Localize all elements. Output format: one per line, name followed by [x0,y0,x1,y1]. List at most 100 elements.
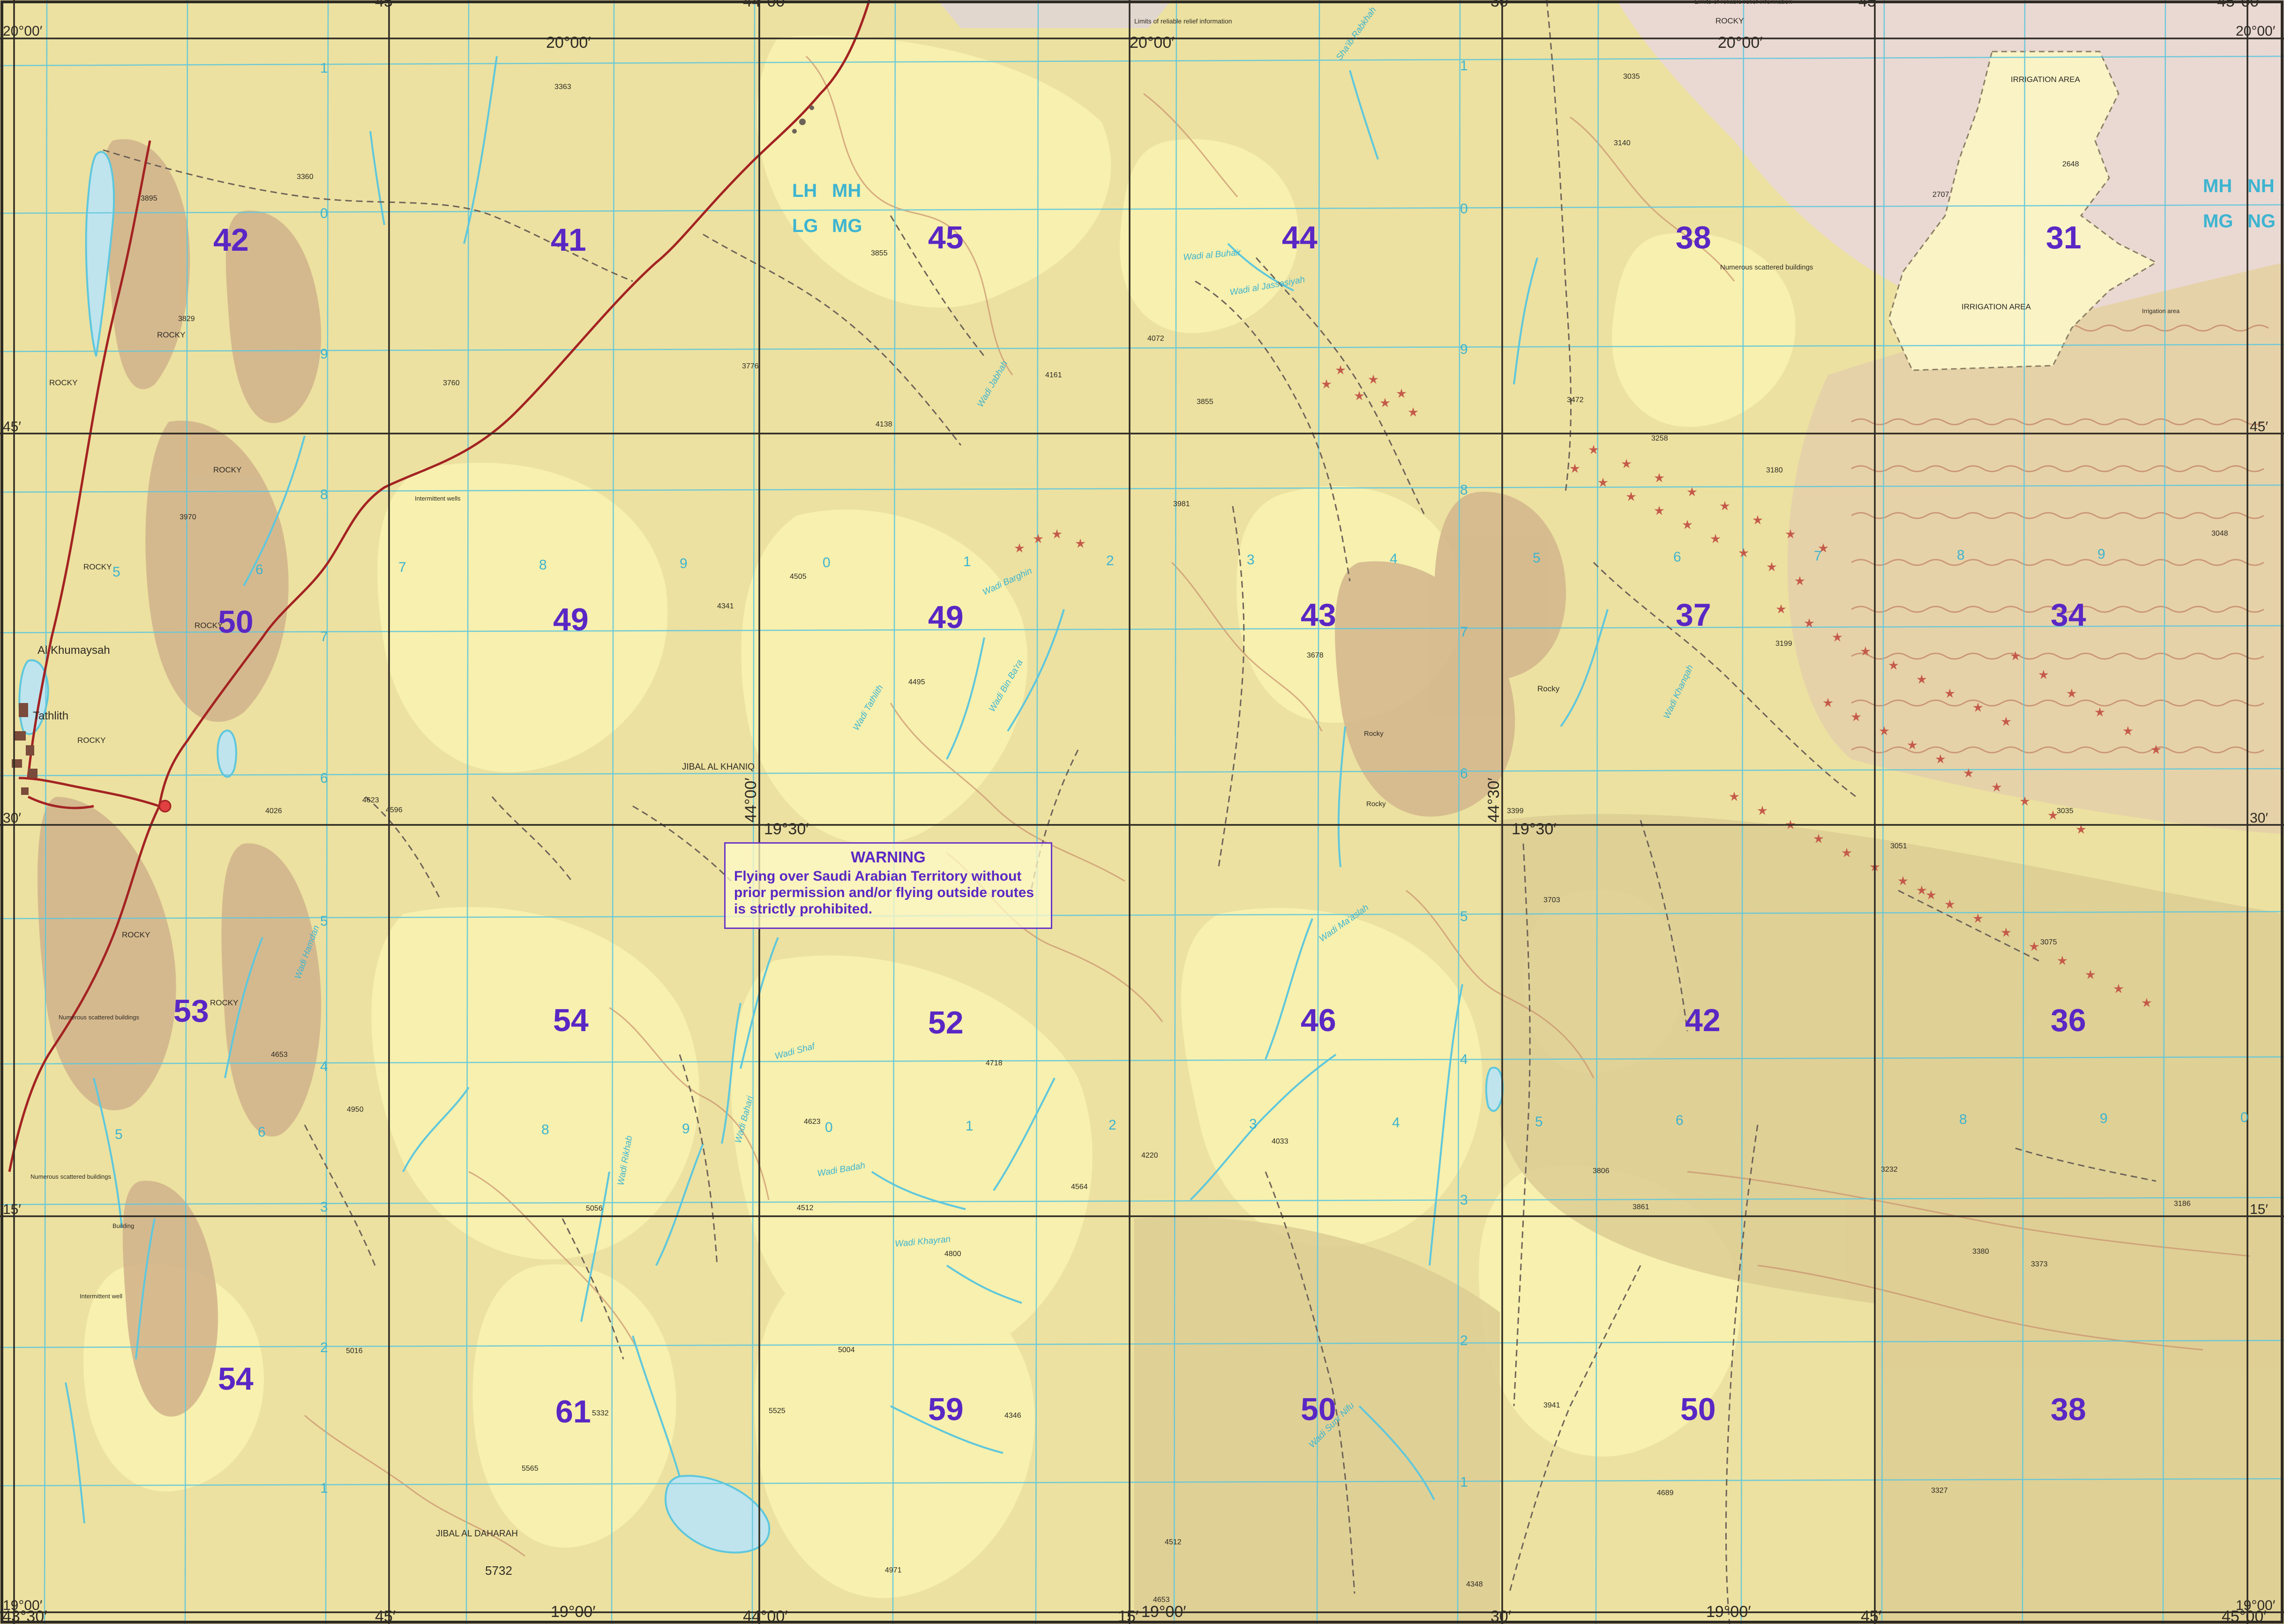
utm-row-a-3: 8 [539,557,547,573]
spot-height: 4033 [1272,1138,1288,1145]
dune-star [1888,660,1899,670]
buildings-note-1: Numerous scattered buildings [59,1014,139,1021]
cell-labels: 20°00′ 20°00′ 20°00′ 19°30′ 19°30′ 19°00… [546,34,1763,1621]
dune-star [1321,379,1332,389]
dune-star [1926,890,1936,899]
frame-right-1: 45′ [2250,419,2268,434]
dune-star [1598,478,1608,487]
utm-row-b-6: 2 [1108,1117,1116,1133]
dune-star [1851,712,1861,721]
dune-star [1682,520,1692,529]
utm-col-b-10: 1 [1460,1474,1468,1490]
spot-height: 3703 [1543,896,1560,904]
utm-row-b-12: 9 [2100,1111,2108,1126]
irrigation-area-2: IRRIGATION AREA [1962,302,2031,311]
dune-star [1354,391,1364,400]
utm-row-a-5: 0 [823,555,831,570]
utm-row-a-0: 5 [112,564,120,580]
frame-left-4: 19°00′ [3,1598,43,1613]
utm-row-a-10: 5 [1533,550,1541,566]
dune-star [1879,726,1889,735]
utm-col-a-9: 2 [320,1340,328,1355]
spot-height: 2648 [2062,160,2079,168]
dune-star [1752,515,1763,524]
frame-right-3: 15′ [2250,1202,2268,1217]
utm-row-a-12: 7 [1814,548,1822,564]
cell-lon-1: 44°30′ [1485,778,1503,823]
frame-bottom-2: 44°00′ [743,1608,788,1624]
dune-stars [1014,365,2161,1007]
rocky-label-1: ROCKY [1715,16,1744,25]
warning-line-2: prior permission and/or flying outside r… [734,885,1034,900]
spot-height: 5565 [522,1465,539,1473]
dune-star [2095,707,2105,717]
relief-note-1: Limits of reliable relief information [1134,17,1232,25]
utm-zone-ng-east: NG [2247,211,2276,232]
mora-r4-c4: 50 [1301,1392,1336,1427]
spot-height: 4138 [876,420,892,428]
dune-star [1860,646,1871,656]
relief-note-2: Limits of reliable relief information [1694,0,1792,5]
utm-zone-mg: MG [832,216,862,236]
utm-zone-mg-east: MG [2203,211,2233,232]
dune-star [2029,942,2039,951]
dune-star [1776,604,1786,614]
spot-height: 3760 [443,379,460,387]
spot-height: 3140 [1614,139,1631,147]
utm-row-b-0: 5 [115,1127,123,1142]
utm-row-a-6: 1 [963,554,971,569]
mora-r4-c2: 61 [555,1394,591,1429]
utm-col-a-2: 9 [320,346,328,362]
dune-star [2067,689,2077,698]
cell-lat-0: 20°00′ [546,34,591,52]
plateau-zones [1134,814,2284,1624]
spot-height: 5016 [346,1347,363,1355]
spot-height: 3981 [1173,500,1190,508]
tracks [103,0,2157,1624]
dune-star [1785,529,1796,539]
mora-r2-c1: 50 [218,604,254,640]
cell-lon-0: 44°00′ [742,778,760,823]
spot-height: 3776 [742,362,759,370]
rocky-label-10: Rocky [1537,684,1560,693]
spot-height: 3472 [1567,396,1584,404]
dune-star [1729,792,1739,801]
utm-row-b-7: 3 [1249,1116,1257,1132]
mora-r2-c2: 49 [553,602,589,637]
dune-star [1795,576,1805,585]
rocky-label-5: ROCKY [83,562,112,571]
spot-height: 4800 [944,1250,961,1258]
cell-lat-2: 20°00′ [1718,34,1763,52]
utm-row-a-2: 7 [398,560,406,575]
utm-row-a-13: 8 [1957,547,1965,563]
utm-col-b-6: 5 [1460,909,1468,924]
utm-col-a-8: 3 [320,1199,328,1215]
utm-row-b-1: 6 [258,1124,266,1140]
spot-height: 4564 [1071,1183,1088,1191]
dune-star [1654,473,1664,482]
spot-height: 4653 [271,1051,288,1059]
utm-row-b-8: 4 [1392,1115,1400,1130]
dune-star [2001,928,2011,937]
utm-col-a-6: 5 [320,913,328,929]
utm-row-b-11: 8 [1959,1112,1967,1127]
utm-row-a-4: 9 [680,556,688,571]
dune-star [1738,548,1749,557]
rocky-label-13: Numerous scattered buildings [1720,263,1813,271]
spot-height: 3373 [2031,1260,2048,1268]
warning-text: Flying over Saudi Arabian Territory with… [734,868,1042,917]
dune-star [1408,407,1418,417]
dune-star [1626,492,1636,501]
frame-bottom-4: 30′ [1490,1608,1511,1624]
mora-r3-c5: 42 [1685,1003,1721,1038]
dune-star [1935,754,1946,763]
dune-star [2076,824,2086,834]
frame-top-3: 45′ [1858,0,1879,10]
town-junction [158,800,172,813]
spot-height: 4072 [1147,335,1164,343]
mora-r3-c2: 54 [553,1003,589,1038]
rocky-label-3: ROCKY [49,378,77,387]
mora-values: 42 41 45 44 38 31 50 49 49 43 37 34 53 5… [173,220,2086,1429]
